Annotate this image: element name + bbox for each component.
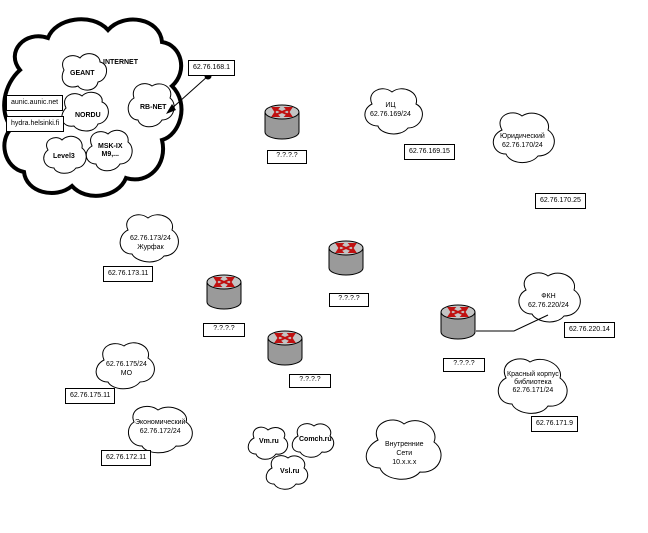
msk-ix-label: MSK-IX M9,... bbox=[98, 143, 123, 158]
geant-label: GEANT bbox=[70, 70, 95, 77]
internal-cloud bbox=[365, 419, 442, 480]
fkn-link bbox=[476, 314, 549, 332]
yur-cloud bbox=[492, 112, 555, 163]
krasny-cloud bbox=[497, 358, 568, 414]
ic-ip: 62.76.169.15 bbox=[404, 144, 455, 160]
zhurfak-ip: 62.76.173.11 bbox=[103, 266, 154, 282]
nordu-cloud bbox=[61, 91, 109, 132]
router-lower[interactable] bbox=[267, 330, 303, 366]
router-center[interactable] bbox=[328, 240, 364, 276]
uplink-ip-box: 62.76.168.1 bbox=[188, 60, 235, 76]
fkn-cloud bbox=[518, 272, 581, 323]
ic-cloud bbox=[364, 88, 423, 135]
mo-ip: 62.76.175.11 bbox=[65, 388, 116, 404]
econ-ip: 62.76.172.11 bbox=[101, 450, 152, 466]
comch-cloud bbox=[291, 423, 335, 458]
mo-cloud bbox=[95, 342, 155, 390]
uplink-line bbox=[169, 75, 209, 111]
nordu-label: NORDU bbox=[75, 112, 101, 119]
router-left-label: ?.?.?.? bbox=[203, 323, 245, 337]
internal-label: Внутренние Сети 10.x.x.x bbox=[385, 441, 424, 466]
econ-label: Экономический 62.76.172/24 bbox=[135, 419, 186, 435]
vm-cloud bbox=[247, 426, 289, 460]
server-aunic[interactable]: aunic.aunic.net bbox=[6, 95, 64, 111]
uplink-arrowhead bbox=[166, 104, 176, 114]
rbnet-label: RB-NET bbox=[140, 104, 167, 111]
vm-label: Vm.ru bbox=[259, 438, 279, 445]
krasny-ip: 62.76.171.9 bbox=[531, 416, 578, 432]
level3-cloud bbox=[43, 135, 87, 174]
router-left[interactable] bbox=[206, 274, 242, 310]
ic-label: ИЦ 62.76.169/24 bbox=[370, 102, 411, 118]
rbnet-cloud bbox=[127, 83, 175, 128]
level3-label: Level3 bbox=[53, 153, 75, 160]
server-hydra[interactable]: hydra.helsinki.fi bbox=[6, 116, 65, 132]
comch-label: Comch.ru bbox=[299, 436, 332, 443]
zhurfak-cloud bbox=[119, 214, 179, 263]
router-top[interactable] bbox=[264, 104, 300, 140]
zhurfak-label: 62.76.173/24 Журфак bbox=[130, 235, 171, 251]
router-top-label: ?.?.?.? bbox=[267, 150, 307, 164]
econ-cloud bbox=[127, 406, 193, 454]
router-right[interactable] bbox=[440, 304, 476, 340]
msk-ix-cloud bbox=[85, 129, 133, 172]
router-center-label: ?.?.?.? bbox=[329, 293, 369, 307]
internet-title: INTERNET bbox=[103, 59, 138, 66]
mo-label: 62.76.175/24 МО bbox=[106, 361, 147, 377]
router-lower-label: ?.?.?.? bbox=[289, 374, 331, 388]
fkn-label: ФКН 62.76.220/24 bbox=[528, 293, 569, 309]
yur-ip: 62.76.170.25 bbox=[535, 193, 586, 209]
vsl-cloud bbox=[265, 455, 309, 490]
krasny-label: Красный корпус библиотека 62.76.171/24 bbox=[507, 371, 559, 394]
router-right-label: ?.?.?.? bbox=[443, 358, 485, 372]
vsl-label: Vsl.ru bbox=[280, 468, 300, 475]
geant-cloud bbox=[61, 53, 107, 91]
yur-label: Юридический 62.76.170/24 bbox=[500, 133, 545, 149]
fkn-ip: 62.76.220.14 bbox=[564, 322, 615, 338]
